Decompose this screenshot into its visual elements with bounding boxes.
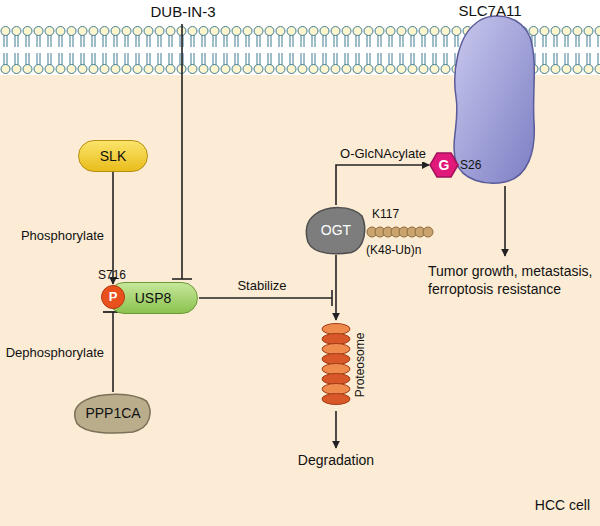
proteasome-ring bbox=[322, 324, 350, 335]
node-text: SLK bbox=[100, 148, 126, 164]
proteasome-ring bbox=[322, 344, 350, 355]
ubiquitin-chain bbox=[367, 227, 433, 237]
edge-label: Dephosphorylate bbox=[4, 345, 106, 361]
ubiquitin-bead bbox=[423, 227, 433, 237]
inhibitor-line bbox=[172, 24, 192, 279]
connector bbox=[113, 172, 114, 284]
blob-outline bbox=[75, 394, 150, 433]
annotation-label: Tumor growth, metastasis, ferroptosis re… bbox=[428, 262, 593, 298]
transporter-shape bbox=[440, 2, 540, 185]
proteasome-ring bbox=[322, 334, 350, 345]
proteasome-ring bbox=[322, 394, 350, 405]
kinase-box: SLK bbox=[78, 140, 148, 172]
proteasome: Proteosome bbox=[319, 322, 371, 408]
proteasome-ring bbox=[322, 354, 350, 365]
outcome-arrow bbox=[504, 186, 506, 256]
blob-outline bbox=[306, 208, 364, 254]
edge-label: O-GlcNAcylate bbox=[338, 146, 428, 162]
phosphatase-blob: PPP1CA bbox=[73, 392, 153, 434]
node-text: USP8 bbox=[135, 290, 172, 306]
node-text: G bbox=[439, 157, 450, 173]
connector bbox=[103, 312, 123, 392]
hexagon-outline bbox=[430, 153, 458, 177]
proteasome-ring bbox=[322, 374, 350, 385]
connector bbox=[336, 165, 429, 205]
transporter-protein: SLC7A11 bbox=[440, 2, 540, 185]
edge-label: Phosphorylate bbox=[19, 228, 106, 244]
connector-line bbox=[112, 172, 114, 284]
annotation-label: (K48-Ub)n bbox=[366, 243, 421, 257]
degradation-arrow bbox=[335, 411, 337, 448]
enzyme-blob: OGT bbox=[305, 205, 367, 255]
phospho-circle: P bbox=[101, 285, 125, 309]
node-text: SLC7A11 bbox=[458, 2, 521, 19]
connector-line bbox=[112, 312, 114, 392]
node-text: PPP1CA bbox=[85, 405, 140, 421]
proteasome-ring bbox=[322, 384, 350, 395]
node-text: OGT bbox=[321, 222, 351, 238]
annotation-label: S716 bbox=[98, 268, 126, 282]
connector-line bbox=[335, 255, 337, 320]
node-text: Proteosome bbox=[354, 333, 368, 398]
annotation-label: HCC cell bbox=[535, 497, 590, 514]
annotation-label: K117 bbox=[372, 207, 399, 221]
connector-line bbox=[336, 165, 429, 205]
connector bbox=[336, 255, 337, 320]
annotation-label: DUB-IN-3 bbox=[150, 3, 215, 21]
glcnac-hexagon: G bbox=[430, 151, 458, 179]
annotation-label: Degradation bbox=[298, 452, 374, 469]
annotation-label: S26 bbox=[460, 158, 481, 172]
annotation-label: Stabilize bbox=[237, 278, 286, 294]
transporter-outline bbox=[454, 16, 534, 183]
proteasome-ring bbox=[322, 364, 350, 375]
node-text: P bbox=[109, 290, 118, 305]
